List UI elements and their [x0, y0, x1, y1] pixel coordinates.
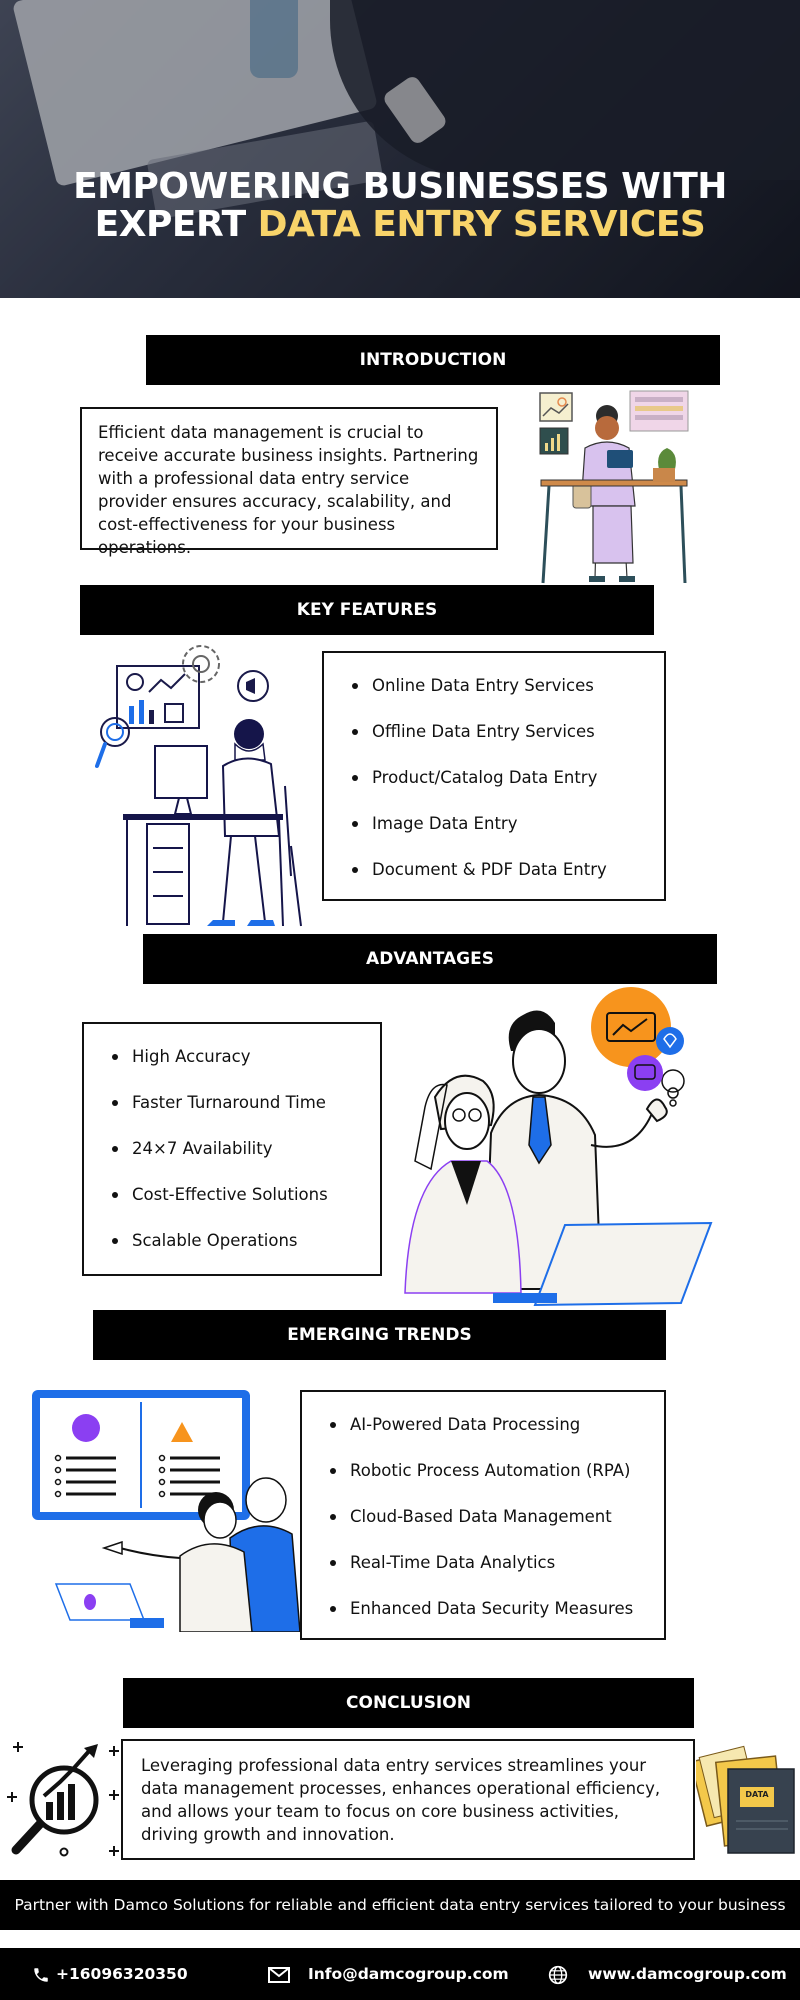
- key-features-box: Online Data Entry Services Offline Data …: [322, 651, 666, 901]
- growth-magnifier-illustration: [7, 1742, 119, 1857]
- phone-link[interactable]: +16096320350: [56, 1965, 188, 1983]
- advantages-list: High Accuracy Faster Turnaround Time 24×…: [84, 1034, 380, 1264]
- envelope-icon: [268, 1948, 294, 2000]
- conclusion-heading: CONCLUSION: [123, 1678, 694, 1728]
- list-item: Real-Time Data Analytics: [330, 1540, 664, 1586]
- list-item: Robotic Process Automation (RPA): [330, 1448, 664, 1494]
- conclusion-text: Leveraging professional data entry servi…: [141, 1756, 661, 1844]
- list-item: Document & PDF Data Entry: [352, 847, 664, 893]
- folder-label: DATA: [745, 1790, 769, 1799]
- list-item: Product/Catalog Data Entry: [352, 755, 664, 801]
- woman-at-laptop-illustration: [539, 390, 689, 584]
- list-item: Cloud-Based Data Management: [330, 1494, 664, 1540]
- footer-tagline: Partner with Damco Solutions for reliabl…: [0, 1880, 800, 1964]
- data-folders-illustration: DATA: [696, 1745, 800, 1855]
- advantages-heading: ADVANTAGES: [143, 934, 717, 984]
- list-item: Faster Turnaround Time: [112, 1080, 380, 1126]
- conclusion-box: Leveraging professional data entry servi…: [121, 1739, 695, 1860]
- contact-bar: +16096320350 Info@damcogroup.com www.dam…: [0, 1948, 800, 2000]
- globe-icon: [548, 1948, 572, 2000]
- hero-title-prefix: EXPERT: [94, 204, 258, 245]
- list-item: Offline Data Entry Services: [352, 709, 664, 755]
- email-link[interactable]: Info@damcogroup.com: [308, 1965, 509, 1983]
- hero-title: EMPOWERING BUSINESSES WITH EXPERT DATA E…: [0, 168, 800, 244]
- hero-title-highlight: DATA ENTRY SERVICES: [257, 204, 706, 245]
- emerging-trends-list: AI-Powered Data Processing Robotic Proce…: [302, 1402, 664, 1632]
- hero-pen-cup-image: [250, 0, 298, 78]
- list-item: Cost-Effective Solutions: [112, 1172, 380, 1218]
- website-link[interactable]: www.damcogroup.com: [588, 1965, 787, 1983]
- list-item: Image Data Entry: [352, 801, 664, 847]
- introduction-box: Efficient data management is crucial to …: [80, 407, 498, 557]
- list-item: Enhanced Data Security Measures: [330, 1586, 664, 1632]
- phone-icon: [32, 1948, 52, 2000]
- introduction-heading: INTRODUCTION: [146, 335, 720, 385]
- professionals-illustration: [404, 987, 713, 1307]
- emerging-trends-heading: EMERGING TRENDS: [93, 1310, 666, 1360]
- list-item: 24×7 Availability: [112, 1126, 380, 1172]
- list-item: AI-Powered Data Processing: [330, 1402, 664, 1448]
- hero-title-line1: EMPOWERING BUSINESSES WITH: [73, 166, 727, 207]
- emerging-trends-box: AI-Powered Data Processing Robotic Proce…: [300, 1390, 666, 1640]
- key-features-heading: KEY FEATURES: [80, 585, 654, 635]
- presentation-board-illustration: [32, 1390, 300, 1632]
- key-features-list: Online Data Entry Services Offline Data …: [324, 663, 664, 893]
- list-item: Online Data Entry Services: [352, 663, 664, 709]
- introduction-text: Efficient data management is crucial to …: [98, 423, 479, 557]
- man-at-computer-illustration: [95, 645, 302, 927]
- hero-banner: EMPOWERING BUSINESSES WITH EXPERT DATA E…: [0, 0, 800, 298]
- list-item: Scalable Operations: [112, 1218, 380, 1264]
- advantages-box: High Accuracy Faster Turnaround Time 24×…: [82, 1022, 382, 1276]
- list-item: High Accuracy: [112, 1034, 380, 1080]
